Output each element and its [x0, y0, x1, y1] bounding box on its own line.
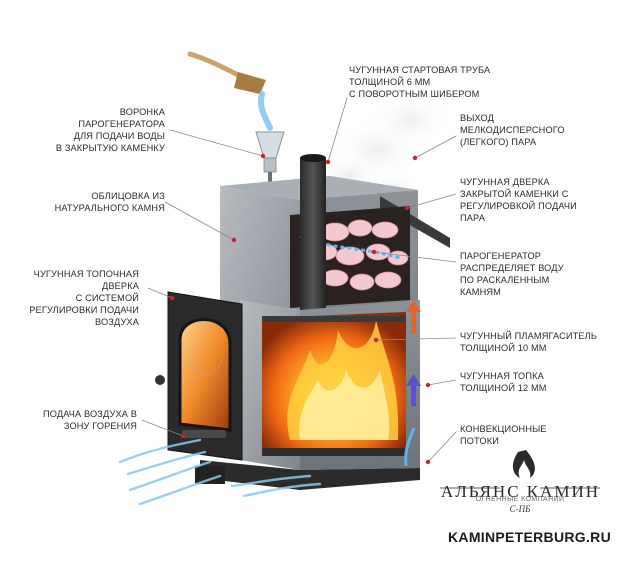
- label-firebox-door: ЧУГУННАЯ ТОПОЧНАЯ ДВЕРКА С СИСТЕМОЙ РЕГУ…: [29, 269, 139, 327]
- ladle-icon: [187, 51, 273, 131]
- label-steam-outlet: ВЫХОД МЕЛКОДИСПЕРСНОГО (ЛЕГКОГО) ПАРА: [460, 113, 565, 147]
- firebox-block: [195, 300, 420, 490]
- label-steam-generator: ПАРОГЕНЕРАТОР РАСПРЕДЕЛЯЕТ ВОДУ ПО РАСКА…: [460, 251, 564, 297]
- leader-lines: [141, 97, 457, 463]
- arrow-up-hot: [406, 300, 421, 334]
- air-flow-lines: [118, 438, 322, 506]
- funnel-icon: [255, 131, 285, 184]
- chimney-pipe: [300, 154, 326, 318]
- website-url[interactable]: KAMINPETERBURG.RU: [448, 529, 611, 545]
- label-heater-door: ЧУГУННАЯ ДВЕРКА ЗАКРЫТОЙ КАМЕНКИ С РЕГУЛ…: [460, 177, 577, 223]
- label-start-pipe: ЧУГУННАЯ СТАРТОВАЯ ТРУБА ТОЛЩИНОЙ 6 ММ С…: [349, 65, 491, 99]
- label-flame-damper: ЧУГУННЫЙ ПЛАМЯГАСИТЕЛЬ ТОЛЩИНОЙ 10 ММ: [460, 331, 598, 353]
- logo-city: С-ПБ: [509, 504, 531, 514]
- label-funnel: ВОРОНКА ПАРОГЕНЕРАТОРА ДЛЯ ПОДАЧИ ВОДЫ В…: [55, 107, 165, 153]
- label-firebox: ЧУГУННАЯ ТОПКА ТОЛЩИНОЙ 12 ММ: [460, 371, 547, 393]
- logo-flame-icon: [440, 450, 600, 489]
- logo-title: АЛЬЯНС КАМИН: [440, 482, 601, 501]
- label-air-supply: ПОДАЧА ВОЗДУХА В ЗОНУ ГОРЕНИЯ: [43, 409, 137, 431]
- label-convection: КОНВЕКЦИОННЫЕ ПОТОКИ: [460, 424, 547, 446]
- convection-arrows: [404, 300, 421, 467]
- marker-dots: [169, 153, 431, 465]
- arrow-up-convection: [406, 374, 421, 406]
- logo-subtitle: ОГНЕННЫЕ КОМПАНИИ: [475, 496, 565, 503]
- firebox-door: [155, 291, 243, 461]
- label-stone-cladding: ОБЛИЦОВКА ИЗ НАТУРАЛЬНОГО КАМНЯ: [54, 191, 165, 213]
